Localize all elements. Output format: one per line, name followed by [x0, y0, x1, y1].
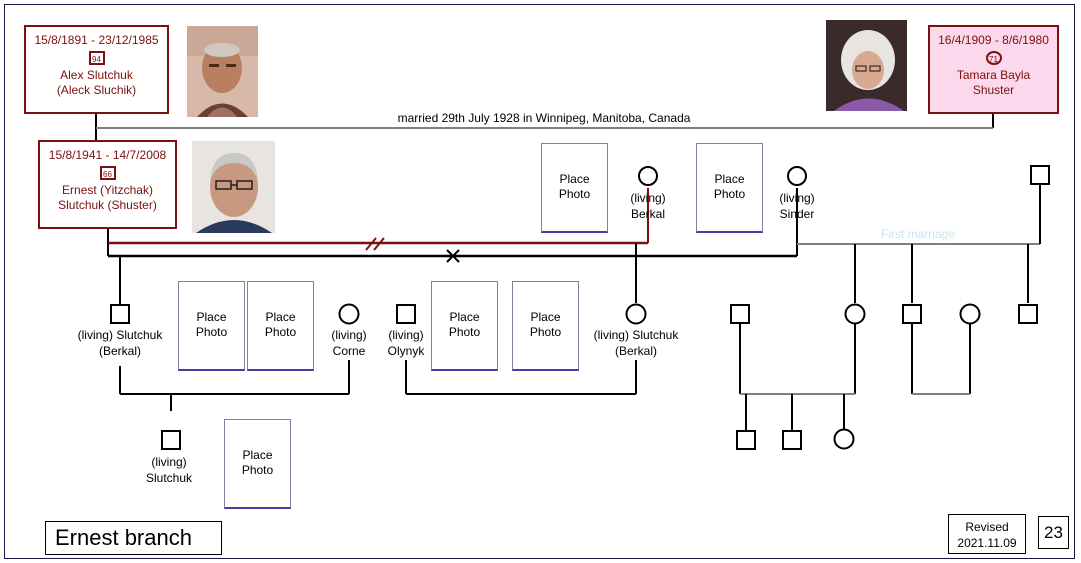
son1-wife-line2: Corne	[332, 344, 366, 358]
rightB-female-symbol[interactable]	[959, 303, 981, 325]
alex-name-line2: (Aleck Sluchik)	[56, 83, 137, 97]
branch-title: Ernest branch	[45, 521, 222, 555]
daughter-line2: (Berkal)	[614, 344, 657, 358]
ernest-age-badge: 66	[99, 166, 116, 180]
revised-label: Revised	[965, 520, 1009, 534]
fm-child2-male-symbol[interactable]	[902, 304, 922, 324]
divorce-slash-2	[373, 237, 385, 251]
placeholder-line2: Photo	[264, 325, 297, 339]
alex-name-line1: Alex Slutchuk	[60, 68, 133, 82]
photo-placeholder-grandchild[interactable]: Place Photo	[224, 419, 291, 509]
son1-wife-line1: (living)	[331, 328, 367, 342]
placeholder-line1: Place	[196, 310, 227, 324]
first-marriage-label: First marriage	[881, 227, 955, 241]
rightA-male-symbol[interactable]	[730, 304, 750, 324]
placeholder-line1: Place	[530, 310, 561, 324]
son1-line2: (Berkal)	[98, 344, 141, 358]
placeholder-line2: Photo	[713, 187, 746, 201]
alex-age-badge: 94	[88, 51, 105, 65]
rightA-grandchild3-female-symbol[interactable]	[833, 428, 855, 450]
son1-line1: (living) Slutchuk	[77, 328, 163, 342]
berkal-label: (living) Berkal	[618, 190, 678, 222]
son1-wife-female-symbol[interactable]	[338, 303, 360, 325]
berkal-female-symbol[interactable]	[638, 166, 658, 186]
tamara-portrait-image	[826, 20, 907, 111]
berkal-line2: Berkal	[630, 207, 665, 221]
photo-placeholder-son1[interactable]: Place Photo	[178, 281, 245, 371]
ernest-name-line2: Slutchuk (Shuster)	[58, 198, 157, 212]
revised-date: 2021.11.09	[957, 536, 1017, 550]
ernest-person-box[interactable]: 15/8/1941 - 14/7/2008 66 Ernest (Yitzcha…	[38, 140, 177, 229]
placeholder-line1: Place	[265, 310, 296, 324]
husband2-label: (living) Olynyk	[376, 327, 436, 359]
berkal-line1: (living)	[630, 191, 666, 205]
tamara-person-box[interactable]: 16/4/1909 - 8/6/1980 71 Tamara Bayla Shu…	[928, 25, 1059, 114]
husband2-line2: Olynyk	[387, 344, 425, 358]
daughter-line1: (living) Slutchuk	[593, 328, 679, 342]
rightA-grandchild1-male-symbol[interactable]	[736, 430, 756, 450]
ernest-dates: 15/8/1941 - 14/7/2008	[48, 148, 167, 162]
photo-placeholder-berkal[interactable]: Place Photo	[541, 143, 608, 233]
placeholder-line1: Place	[714, 172, 745, 186]
grandchild-line1: (living)	[151, 455, 187, 469]
alex-person-box[interactable]: 15/8/1891 - 23/12/1985 94 Alex Slutchuk …	[24, 25, 169, 114]
tamara-age-badge: 71	[985, 51, 1002, 65]
tamara-photo[interactable]	[826, 20, 907, 111]
photo-placeholder-sinder[interactable]: Place Photo	[696, 143, 763, 233]
marriage-note: married 29th July 1928 in Winnipeg, Mani…	[398, 111, 691, 125]
alex-portrait-image	[187, 26, 258, 117]
page-number: 23	[1038, 516, 1069, 549]
son1-male-symbol[interactable]	[110, 304, 130, 324]
daughter-label: (living) Slutchuk (Berkal)	[581, 327, 691, 359]
placeholder-line2: Photo	[529, 325, 562, 339]
photo-placeholder-husband2[interactable]: Place Photo	[431, 281, 498, 371]
photo-placeholder-son1-wife[interactable]: Place Photo	[247, 281, 314, 371]
ernest-name-line1: Ernest (Yitzchak)	[62, 183, 153, 197]
rightA-grandchild2-male-symbol[interactable]	[782, 430, 802, 450]
photo-placeholder-daughter[interactable]: Place Photo	[512, 281, 579, 371]
tamara-name-line2: Shuster	[972, 83, 1015, 97]
grandchild-line2: Slutchuk	[145, 471, 193, 485]
placeholder-line1: Place	[449, 310, 480, 324]
sinder-female-symbol[interactable]	[787, 166, 807, 186]
first-husband-male-symbol[interactable]	[1030, 165, 1050, 185]
placeholder-line2: Photo	[241, 463, 274, 477]
placeholder-line1: Place	[242, 448, 273, 462]
sinder-line1: (living)	[779, 191, 815, 205]
placeholder-line2: Photo	[195, 325, 228, 339]
placeholder-line2: Photo	[558, 187, 591, 201]
fm-child1-female-symbol[interactable]	[844, 303, 866, 325]
revised-box: Revised 2021.11.09	[948, 514, 1026, 554]
ernest-photo[interactable]	[192, 141, 275, 233]
separation-x-2	[446, 249, 460, 263]
son1-label: (living) Slutchuk (Berkal)	[65, 327, 175, 359]
fm-child3-male-symbol[interactable]	[1018, 304, 1038, 324]
ernest-portrait-image	[192, 141, 275, 233]
placeholder-line2: Photo	[448, 325, 481, 339]
grandchild-male-symbol[interactable]	[161, 430, 181, 450]
daughter-female-symbol[interactable]	[625, 303, 647, 325]
husband2-line1: (living)	[388, 328, 424, 342]
page-frame	[4, 4, 1075, 559]
grandchild-label: (living) Slutchuk	[134, 454, 204, 486]
sinder-line2: Sinder	[779, 207, 815, 221]
placeholder-line1: Place	[559, 172, 590, 186]
son1-wife-label: (living) Corne	[319, 327, 379, 359]
tamara-dates: 16/4/1909 - 8/6/1980	[938, 33, 1049, 47]
alex-dates: 15/8/1891 - 23/12/1985	[34, 33, 159, 47]
divorce-slash-1	[365, 237, 377, 251]
husband2-male-symbol[interactable]	[396, 304, 416, 324]
alex-photo[interactable]	[187, 26, 258, 117]
sinder-label: (living) Sinder	[767, 190, 827, 222]
tamara-name-line1: Tamara Bayla	[956, 68, 1031, 82]
